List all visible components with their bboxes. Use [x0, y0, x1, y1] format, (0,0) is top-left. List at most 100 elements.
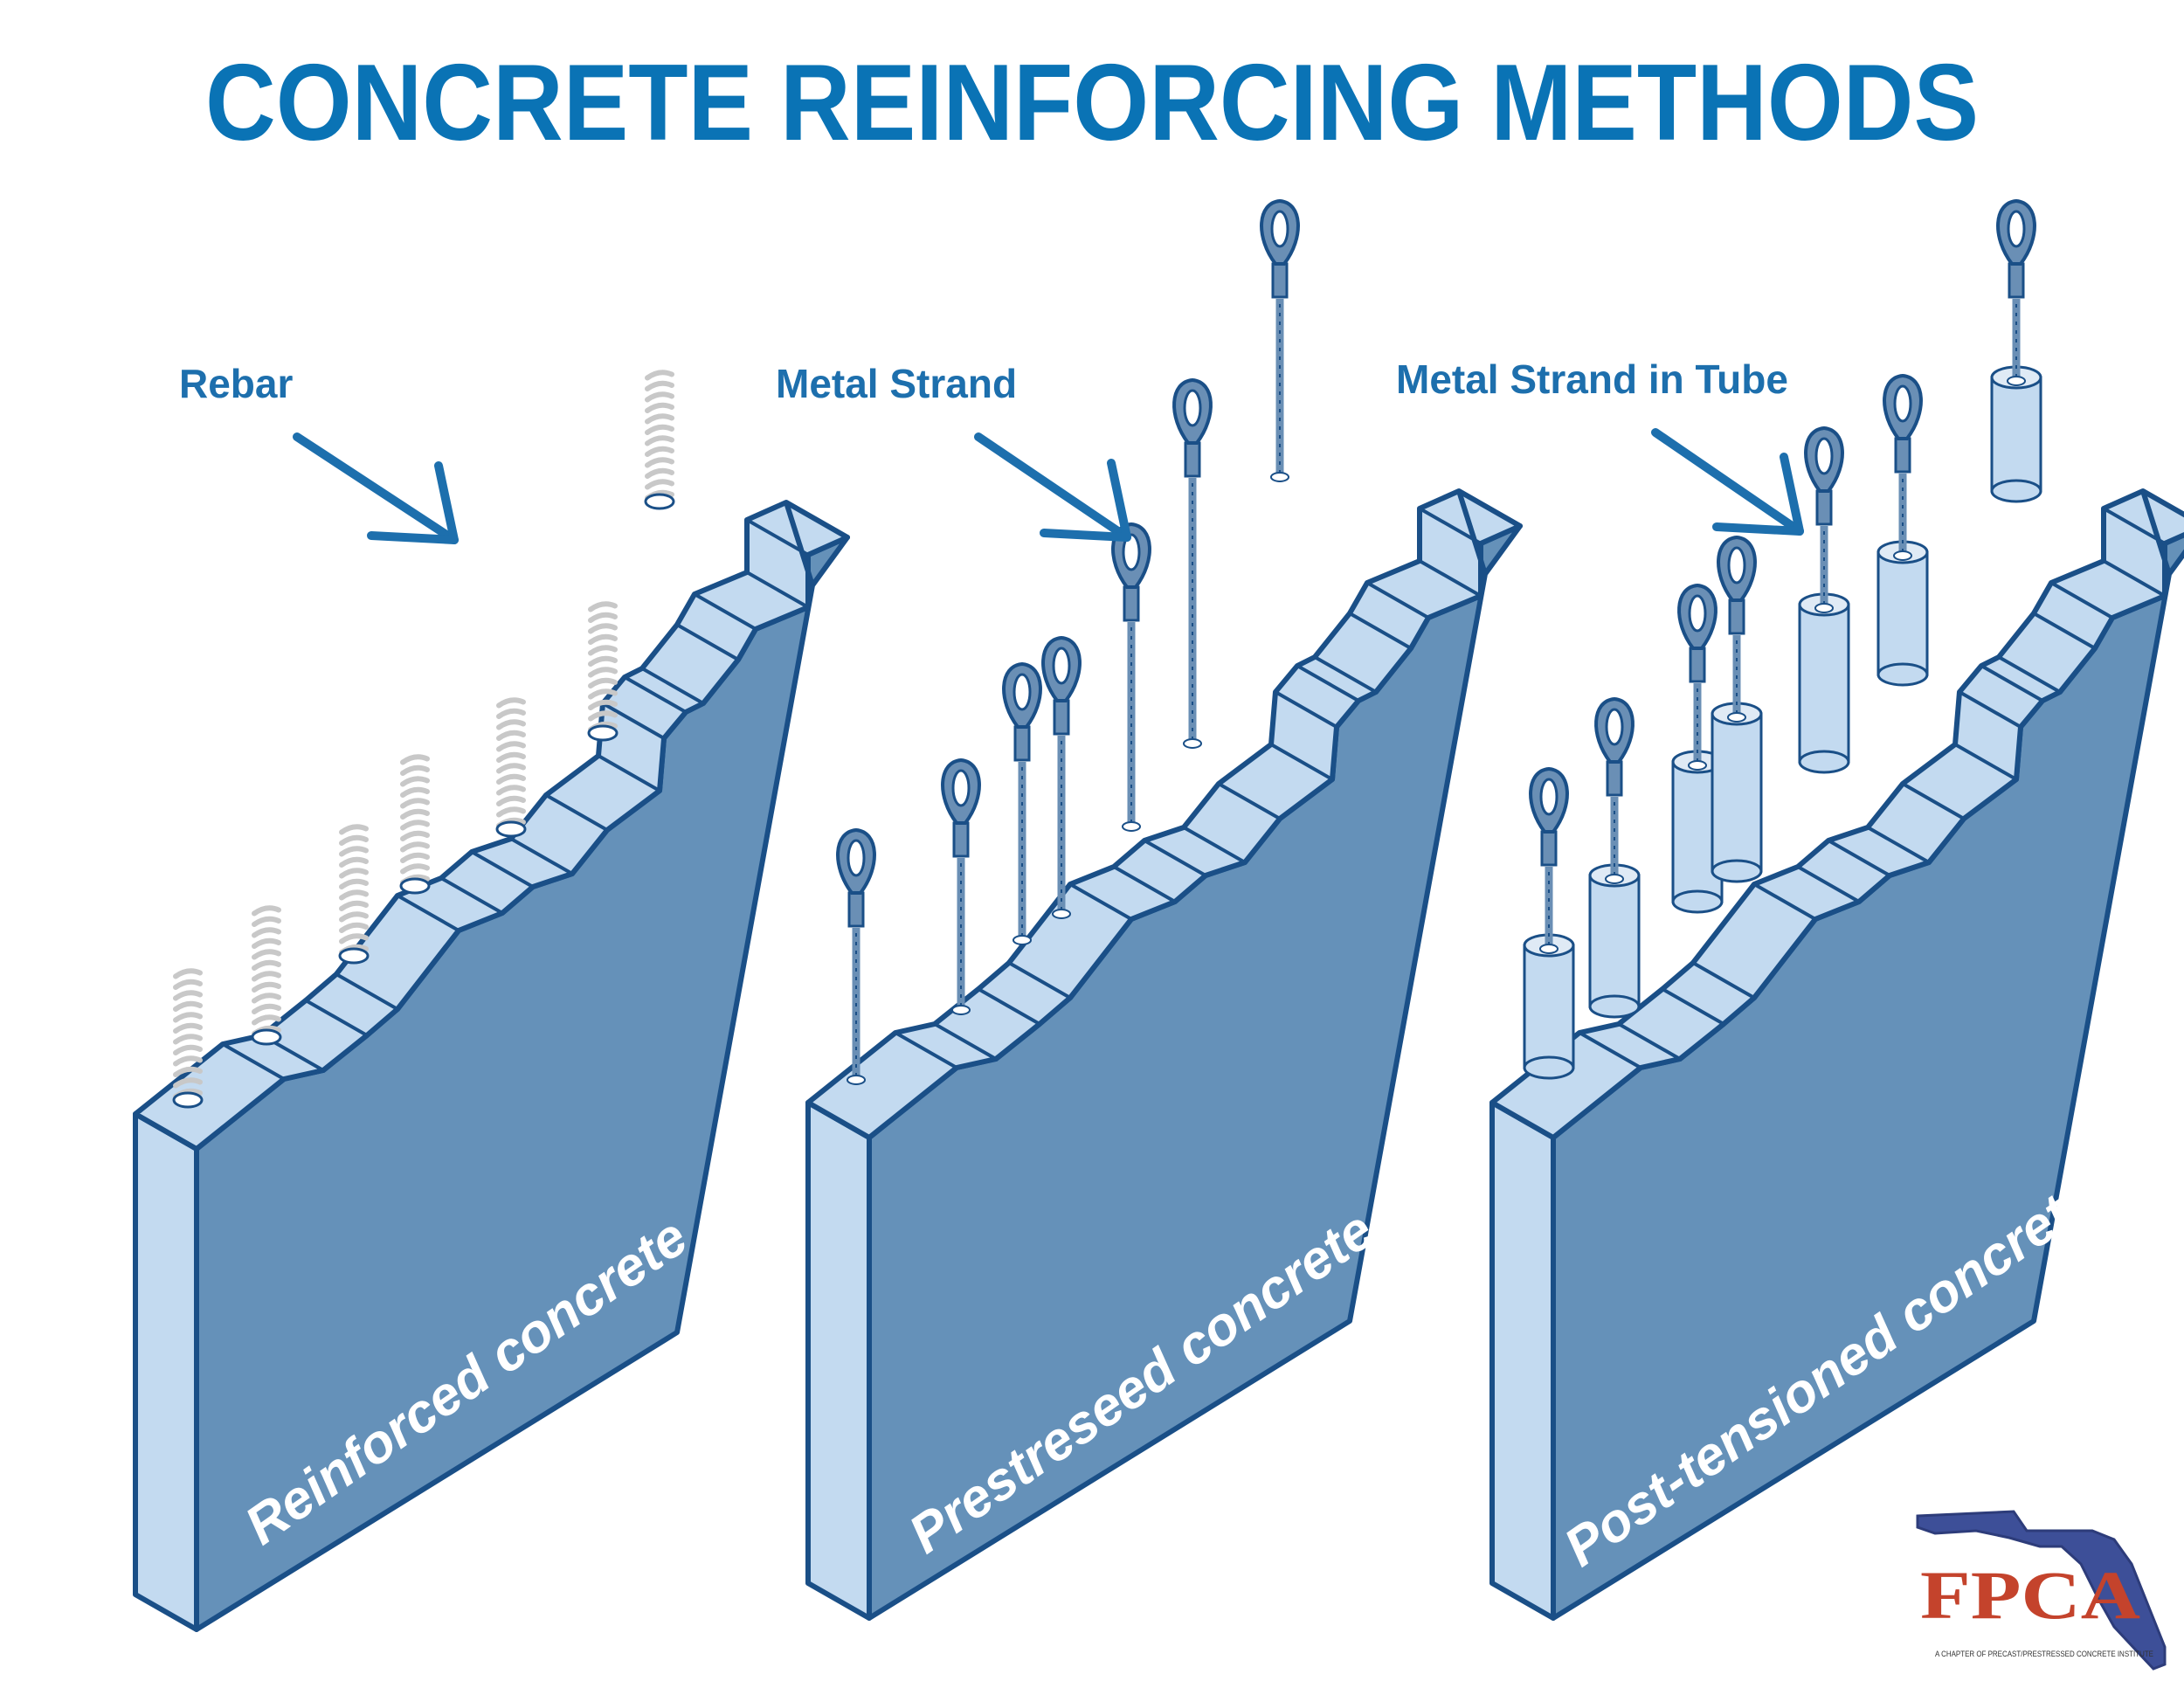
wall-top-steps	[1489, 488, 2184, 1140]
wall-front-face	[1551, 531, 2184, 1621]
logo-tagline: A CHAPTER OF PRECAST/PRESTRESSED CONCRET…	[1935, 1650, 2153, 1658]
wall-top-right-edge	[2140, 490, 2172, 575]
rebar-hole	[644, 493, 675, 510]
strand-hole	[1539, 944, 1559, 954]
rebar-rib	[496, 785, 526, 796]
rebar-rib	[496, 751, 526, 763]
wall-step-line	[694, 592, 757, 631]
wall-step-line	[746, 571, 809, 609]
wall-step-line	[624, 675, 687, 714]
wall-step-line	[1902, 782, 1965, 820]
rebar-rib	[645, 446, 674, 457]
wall-step-line	[2033, 612, 2096, 650]
rebar-rib	[400, 841, 430, 853]
wall-step-line	[934, 1022, 997, 1061]
rebar-rib	[173, 1022, 203, 1034]
wall-step-line	[1828, 839, 1890, 877]
wall-step-line	[2050, 581, 2113, 619]
rebar-rib	[400, 808, 430, 820]
rebar-rib	[252, 971, 281, 982]
wall-step-line	[1797, 865, 1860, 903]
callout-label: Metal Strand in Tube	[1396, 356, 1788, 402]
tube-bottom	[1876, 662, 1929, 687]
tube-bottom	[1711, 859, 1763, 883]
wall-step-line	[641, 667, 704, 705]
rebar-rib	[339, 933, 369, 944]
wall-step-line	[1008, 961, 1071, 1000]
rebar-rib	[339, 878, 369, 889]
rebar-rib	[339, 889, 369, 901]
rebar-rib	[252, 981, 281, 993]
florida-map-shape	[1916, 1510, 2167, 1671]
wall-step-line	[2103, 507, 2166, 545]
rebar-rib	[400, 798, 430, 809]
strand-hole	[847, 1075, 866, 1085]
wall-step-line	[397, 894, 460, 932]
wall-step-line	[676, 623, 739, 661]
wall-step-line	[1579, 1031, 1641, 1069]
rebar-rib	[173, 979, 203, 990]
strand-clamp	[1689, 647, 1706, 683]
wall-step-line	[1366, 581, 1429, 619]
rebar-rib	[496, 763, 526, 774]
rebar-rib	[339, 856, 369, 868]
wall-step-line	[305, 999, 368, 1037]
wall-step-line	[1867, 826, 1930, 864]
wall-step-line	[1419, 559, 1482, 598]
logo-letters: FPCA	[1920, 1557, 2140, 1633]
rebar-rib	[339, 868, 369, 879]
rebar-rib	[588, 645, 618, 656]
strand-hole	[1122, 821, 1141, 832]
rebar-rib	[252, 993, 281, 1004]
rebar-hole	[172, 1091, 204, 1109]
wall-top-steps	[133, 500, 850, 1152]
rebar-rib	[645, 370, 674, 381]
rebar-rib	[400, 852, 430, 863]
wall-step-line	[1349, 612, 1412, 650]
strand-hole	[951, 1005, 971, 1015]
fpca-logo: FPCA A CHAPTER OF PRECAST/PRESTRESSED CO…	[1916, 1510, 2167, 1671]
tube-body	[1711, 712, 1763, 873]
rebar-rib	[400, 863, 430, 875]
wall-step-line	[1618, 1022, 1681, 1061]
tube-body	[1798, 603, 1850, 764]
strand-loop-hole	[951, 769, 971, 807]
rebar-rib	[339, 846, 369, 857]
wall-step-line	[440, 876, 503, 915]
rebar-rib	[252, 959, 281, 971]
wall-step-line	[1980, 664, 2043, 702]
strand-clamp	[847, 891, 865, 928]
strand-loop-hole	[1814, 437, 1834, 475]
wall-step-line	[1954, 743, 2017, 781]
rebar-hole	[251, 1028, 282, 1046]
callout-arrowhead	[1712, 453, 1804, 536]
rebar-rib	[252, 937, 281, 949]
rebar-rib	[588, 677, 618, 688]
rebar-rib	[173, 1066, 203, 1077]
strand-loop-hole	[1893, 384, 1912, 423]
strand-loop-hole	[1270, 210, 1289, 248]
wall-step-line	[471, 850, 534, 889]
callout-arrow	[1651, 428, 1804, 536]
wall-step-line	[602, 702, 665, 740]
rebar-rib	[173, 968, 203, 979]
strand-loop-hole	[1122, 533, 1141, 571]
rebar-rib	[173, 1034, 203, 1045]
rebar-rib	[173, 1055, 203, 1067]
rebar-rib	[588, 699, 618, 710]
rebar-rib	[400, 754, 430, 765]
rebar-rib	[645, 402, 674, 413]
strand-clamp	[1271, 262, 1289, 299]
strand-clamp	[1606, 760, 1623, 797]
rebar-rib	[173, 1044, 203, 1055]
strand-hole	[1605, 874, 1624, 884]
rebar-rib	[588, 710, 618, 722]
wall-step-line	[746, 518, 809, 557]
wall-top-right-edge	[784, 502, 815, 586]
wall-step-line	[1692, 961, 1755, 1000]
wall-step-line	[545, 793, 608, 832]
